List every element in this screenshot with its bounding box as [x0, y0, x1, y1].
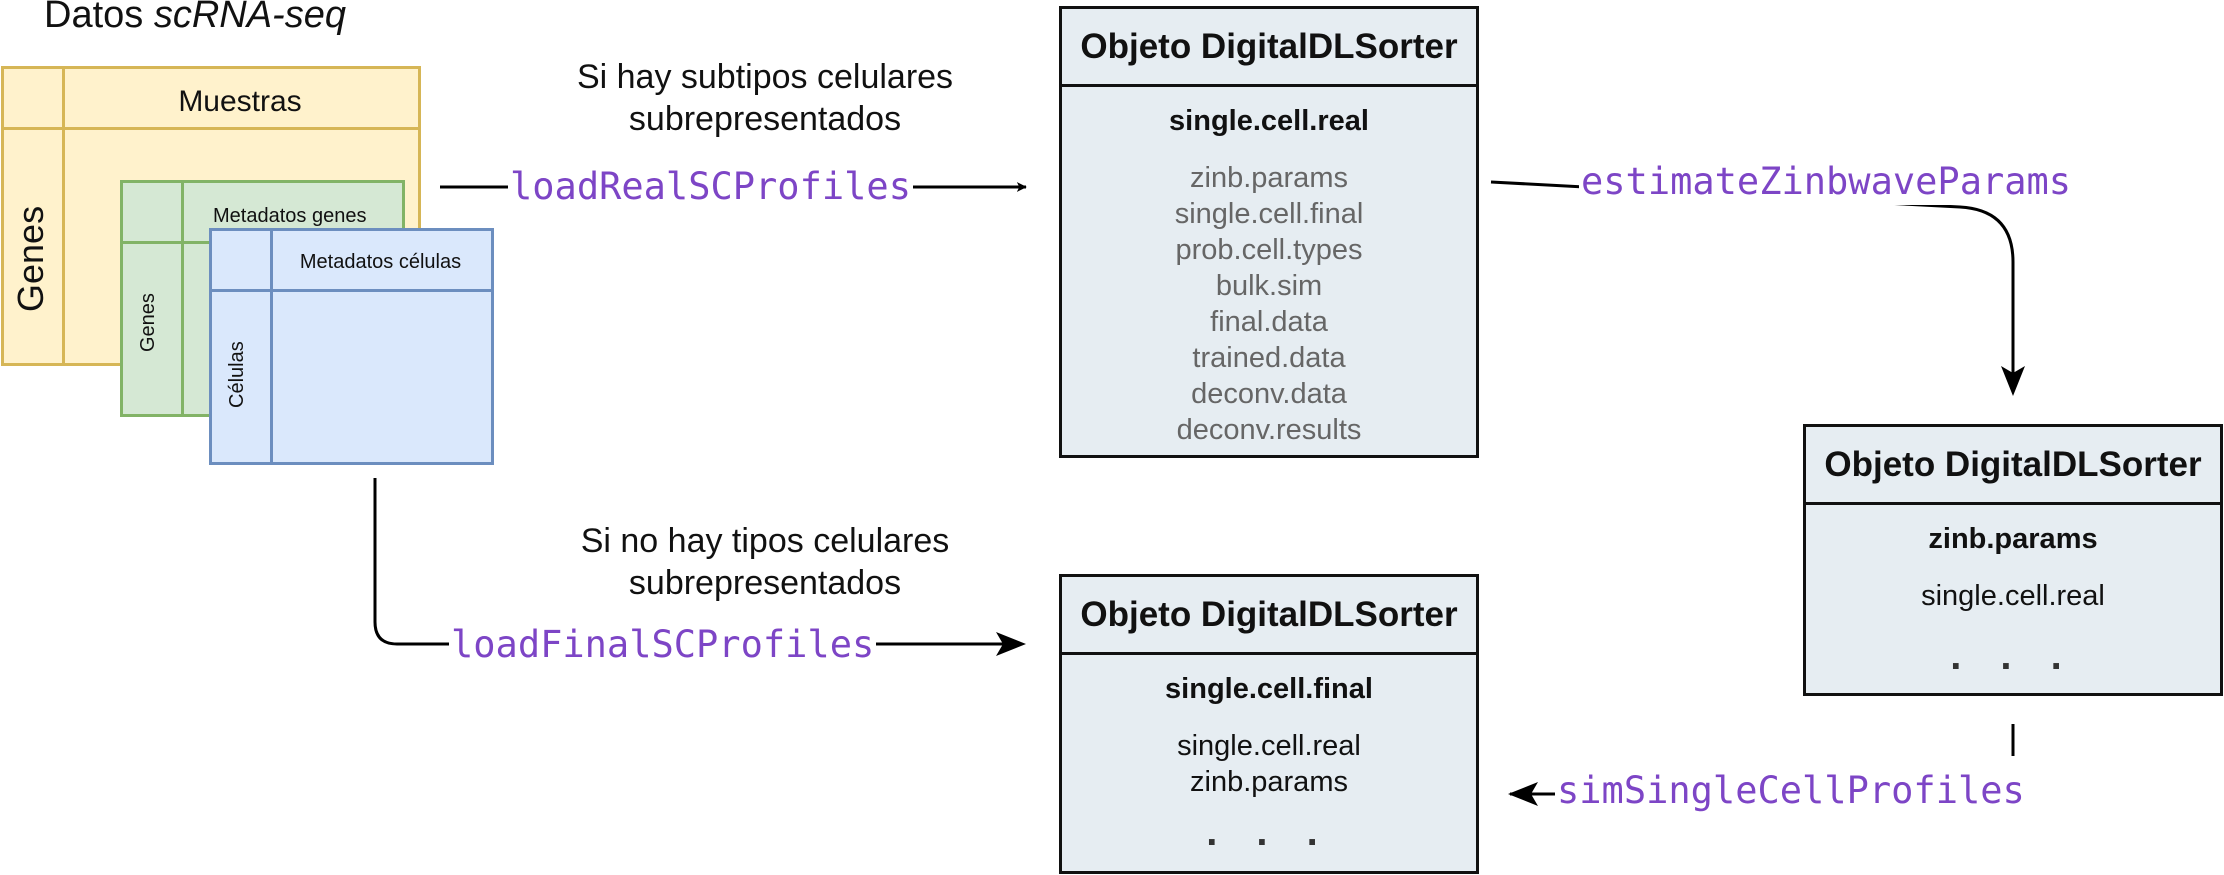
genes-label-small: Genes [137, 293, 159, 353]
fn-load-final: loadFinalSCProfiles [449, 622, 877, 668]
object-bottom-slot: zinb.params [1190, 766, 1348, 798]
object-right-filled-slot: zinb.params [1928, 523, 2098, 555]
object-right-slot: single.cell.real [1921, 580, 2105, 612]
object-top-filled-slot: single.cell.real [1169, 105, 1369, 137]
object-right: Objeto DigitalDLSorter zinb.params singl… [1803, 424, 2223, 696]
samples-label: Muestras [178, 85, 302, 118]
object-bottom-slot: single.cell.real [1177, 730, 1361, 762]
object-bottom: Objeto DigitalDLSorter single.cell.final… [1059, 574, 1479, 874]
arrowhead-simulate [1508, 782, 1538, 806]
object-top: Objeto DigitalDLSorter single.cell.real … [1059, 6, 1479, 458]
fn-simulate: simSingleCellProfiles [1555, 768, 2027, 814]
arrow-load-final [373, 478, 1022, 646]
cells-label: Células [226, 341, 248, 409]
object-bottom-title: Objeto DigitalDLSorter [1062, 577, 1476, 655]
note-upper: Si hay subtipos celulares subrepresentad… [576, 58, 954, 138]
object-top-slot: trained.data [1192, 342, 1346, 374]
object-top-slot: bulk.sim [1215, 270, 1323, 302]
diagram-title: Datos scRNA-seq [44, 0, 346, 37]
object-top-slot: deconv.data [1191, 378, 1347, 410]
arrowhead-estimate [2001, 366, 2025, 396]
cell-metadata-label: Metadatos células [299, 251, 462, 273]
fn-estimate: estimateZinbwaveParams [1579, 159, 2074, 205]
object-top-slot: single.cell.final [1174, 198, 1364, 230]
genes-label-main: Genes [10, 205, 51, 313]
title-italic: scRNA-seq [153, 0, 346, 36]
object-top-slot: zinb.params [1190, 162, 1348, 194]
gene-metadata-label: Metadatos genes [213, 205, 367, 227]
object-top-title: Objeto DigitalDLSorter [1062, 9, 1476, 87]
arrowhead-load-final [996, 632, 1026, 656]
object-right-ellipsis: . . . [1950, 634, 2076, 678]
note-lower: Si no hay tipos celulares subrepresentad… [580, 522, 950, 602]
cell-metadata-matrix: Metadatos células Células [209, 228, 494, 465]
fn-load-real: loadRealSCProfiles [508, 164, 913, 210]
object-top-slot: prob.cell.types [1175, 234, 1363, 266]
object-right-title: Objeto DigitalDLSorter [1806, 427, 2220, 505]
object-bottom-filled-slot: single.cell.final [1165, 673, 1373, 705]
arrow-estimate [1490, 180, 2015, 392]
object-bottom-ellipsis: . . . [1206, 810, 1332, 854]
object-top-slot: final.data [1210, 306, 1328, 338]
object-top-slot: deconv.results [1176, 414, 1362, 446]
